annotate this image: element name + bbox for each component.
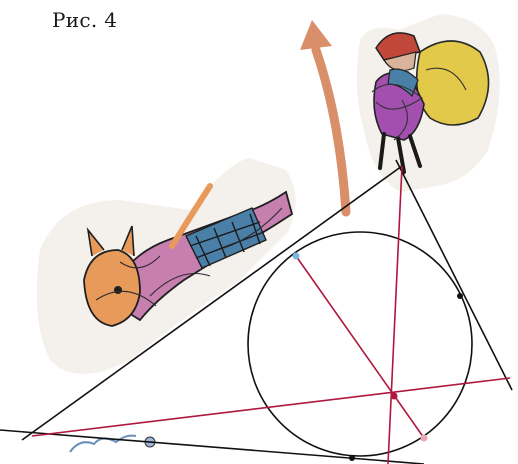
cevian-from-right-vertex	[295, 255, 425, 439]
triangle-side-left	[21, 165, 403, 441]
cat-scribble	[95, 207, 283, 307]
triangle-side-bottom	[0, 429, 425, 464]
carrier-legs	[378, 132, 422, 174]
points	[292, 252, 463, 461]
cevian-from-top-vertex	[387, 165, 403, 464]
tangent-point-right	[457, 293, 463, 299]
cat-head	[83, 249, 141, 327]
triangle-side-right	[395, 159, 513, 391]
cat-jacket-hatch	[189, 213, 265, 267]
tangent-point-left	[292, 252, 300, 260]
cat-illustration	[36, 158, 296, 374]
arrow-head	[300, 20, 332, 50]
arrow-shaft	[311, 45, 351, 217]
gergonne-point	[390, 392, 398, 400]
carrier-sack	[415, 40, 490, 126]
cevian-from-left-vertex	[31, 377, 511, 437]
small-figure-illustration	[69, 434, 156, 453]
motion-arrow	[300, 20, 351, 217]
figure-caption: Рис. 4	[52, 8, 118, 32]
tangent-point-base	[349, 455, 355, 461]
inscribed-circle	[247, 231, 473, 457]
cat-tail	[169, 183, 213, 249]
cevians	[31, 165, 511, 464]
carrier-illustration	[356, 14, 500, 192]
tangent-point-bottom	[420, 434, 428, 442]
cat-ears	[86, 225, 135, 257]
carrier-scribble	[371, 67, 467, 141]
cat-eye	[114, 286, 122, 294]
